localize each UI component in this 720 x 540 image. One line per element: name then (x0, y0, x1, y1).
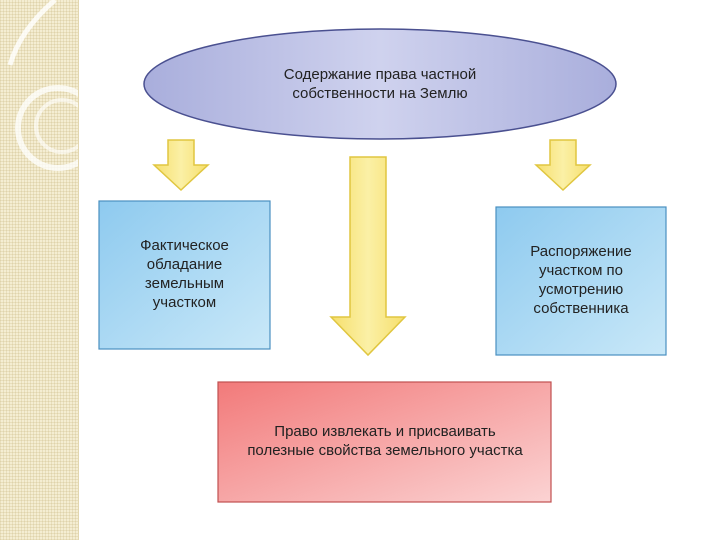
left-down-arrow-icon (152, 139, 210, 192)
bottom-node-box (217, 381, 552, 503)
bottom-node-label: Право извлекать и присваивать полезные с… (247, 423, 523, 459)
left-node-box (98, 200, 271, 350)
top-node-label: Содержание права частной собственности н… (283, 66, 477, 102)
right-down-arrow-icon (534, 139, 592, 192)
top-node-ellipse (143, 28, 617, 140)
decorative-side-band (0, 0, 79, 540)
decorative-swirl-icon (7, 0, 78, 171)
right-node-label: Распоряжение участком по усмотрению собс… (530, 243, 632, 317)
left-node-label: Фактическое обладание земельным участком (140, 237, 229, 311)
right-node-box (495, 206, 667, 356)
center-down-arrow-icon (329, 156, 407, 357)
